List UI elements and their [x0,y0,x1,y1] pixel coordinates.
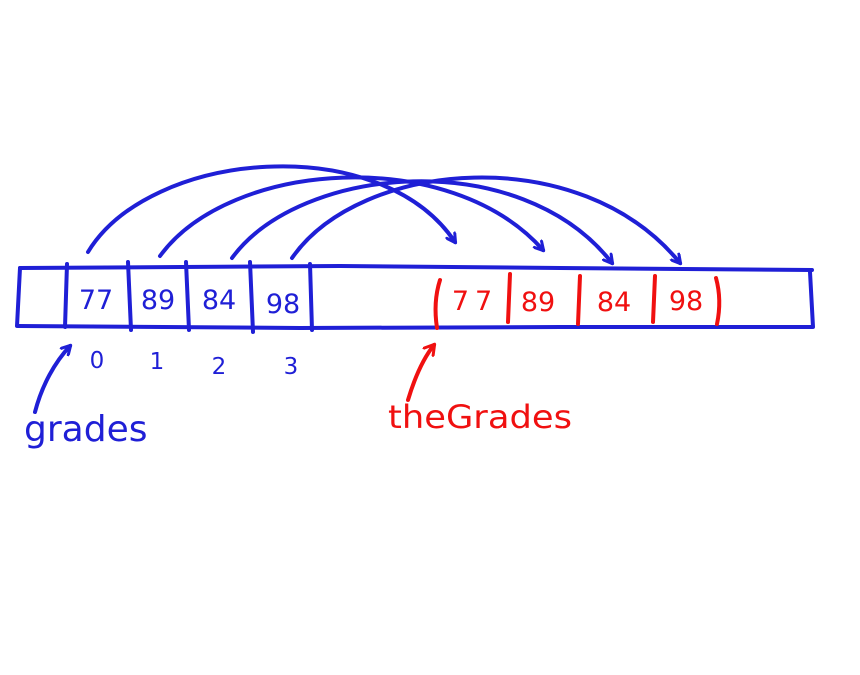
index-label-1: 1 [150,349,165,375]
index-label-2: 2 [212,354,227,380]
copied-value-1: 89 [521,287,555,318]
original-cell-divider [248,260,255,334]
copied-value-3: 98 [669,286,703,317]
copied-left-bracket [433,278,442,330]
thegrades-pointer-arrow [406,345,434,402]
copied-value-0: 77 [452,286,498,317]
original-cell-divider [308,262,314,332]
original-value-1: 89 [141,285,175,316]
original-value-2: 84 [202,285,236,316]
copied-cell-divider [651,274,657,324]
original-cell-divider [126,260,133,332]
original-array [63,260,314,334]
copy-arrow-2 [230,179,612,263]
copied-array [433,272,722,330]
original-value-0: 77 [79,285,113,316]
original-value-3: 98 [266,289,300,320]
copy-arrow-0 [86,164,455,254]
memory-strip-right-edge [808,270,815,329]
memory-strip-bottom [16,324,814,331]
original-cell-divider [63,262,69,329]
copied-right-bracket [714,276,722,326]
memory-strip-left-edge [15,266,22,328]
thegrades-label: theGrades [388,398,572,436]
copy-arrow-1 [158,175,543,258]
index-label-3: 3 [284,354,299,380]
grades-pointer-arrow [33,346,70,414]
copied-cell-divider [506,272,512,324]
grades-label: grades [24,409,147,450]
copy-arrow-3 [290,175,680,263]
copied-value-2: 84 [597,287,631,318]
copied-cell-divider [576,274,582,326]
original-cell-divider [184,260,191,332]
index-label-0: 0 [90,348,105,374]
memory-strip-top [18,263,814,272]
